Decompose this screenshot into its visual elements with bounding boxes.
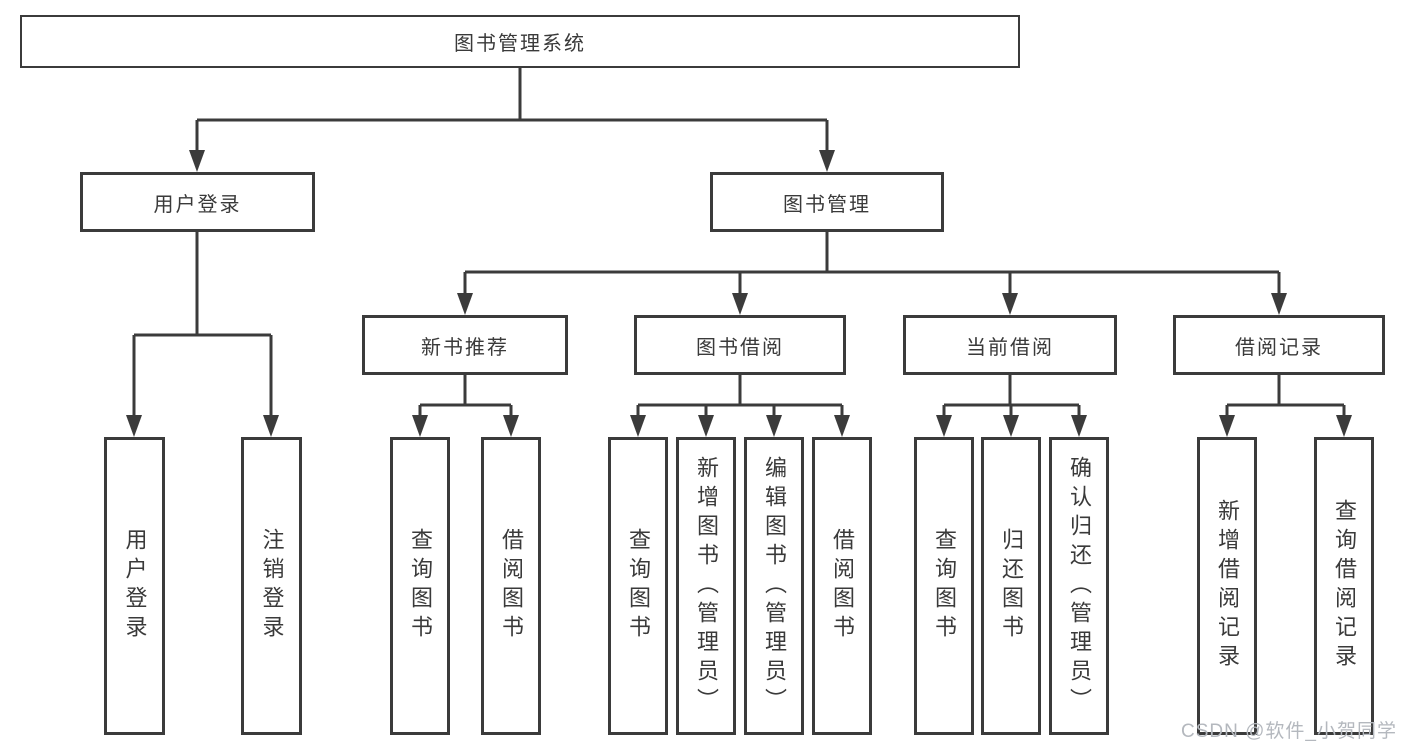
node-current-borrowing-label: 当前借阅 (966, 336, 1054, 359)
leaf-confirm-return-admin: 确认归还（管理员） (1049, 437, 1109, 735)
node-book-borrowing-label: 图书借阅 (696, 336, 784, 359)
node-borrow-records-label: 借阅记录 (1235, 336, 1323, 359)
leaf-logout-label: 注销登录 (259, 528, 285, 644)
node-new-book-recommend: 新书推荐 (362, 315, 568, 375)
node-book-borrowing: 图书借阅 (634, 315, 846, 375)
leaf-newrec-search-books: 查询图书 (390, 437, 450, 735)
leaf-borrowing-search-books-label: 查询图书 (626, 528, 651, 644)
leaf-logout: 注销登录 (241, 437, 302, 735)
leaf-borrowing-search-books: 查询图书 (608, 437, 668, 735)
arrowhead-group (126, 150, 1352, 437)
leaf-user-login-label: 用户登录 (122, 528, 148, 644)
leaf-newrec-search-books-label: 查询图书 (408, 528, 433, 644)
node-current-borrowing: 当前借阅 (903, 315, 1117, 375)
node-user-login: 用户登录 (80, 172, 315, 232)
leaf-current-search-books-label: 查询图书 (932, 528, 957, 644)
leaf-user-login: 用户登录 (104, 437, 165, 735)
leaf-borrowing-borrow-books: 借阅图书 (812, 437, 872, 735)
leaf-return-books: 归还图书 (981, 437, 1041, 735)
leaf-add-books-admin: 新增图书（管理员） (676, 437, 736, 735)
leaf-add-borrow-record-label: 新增借阅记录 (1215, 499, 1240, 673)
leaf-edit-books-admin-label: 编辑图书（管理员） (762, 455, 787, 717)
leaf-add-books-admin-label: 新增图书（管理员） (694, 455, 719, 717)
node-library-system: 图书管理系统 (20, 15, 1020, 68)
leaf-edit-books-admin: 编辑图书（管理员） (744, 437, 804, 735)
leaf-current-search-books: 查询图书 (914, 437, 974, 735)
leaf-borrowing-borrow-books-label: 借阅图书 (830, 528, 855, 644)
leaf-newrec-borrow-books-label: 借阅图书 (499, 528, 524, 644)
leaf-return-books-label: 归还图书 (999, 528, 1024, 644)
leaf-confirm-return-admin-label: 确认归还（管理员） (1067, 455, 1092, 717)
node-new-book-recommend-label: 新书推荐 (421, 336, 509, 359)
node-book-management: 图书管理 (710, 172, 944, 232)
leaf-add-borrow-record: 新增借阅记录 (1197, 437, 1257, 735)
node-borrow-records: 借阅记录 (1173, 315, 1385, 375)
csdn-watermark: CSDN @软件_小贺同学 (1181, 721, 1397, 742)
leaf-newrec-borrow-books: 借阅图书 (481, 437, 541, 735)
node-user-login-label: 用户登录 (153, 193, 242, 216)
node-library-system-label: 图书管理系统 (454, 33, 586, 55)
node-book-management-label: 图书管理 (783, 193, 871, 216)
leaf-search-borrow-record: 查询借阅记录 (1314, 437, 1374, 735)
leaf-search-borrow-record-label: 查询借阅记录 (1332, 499, 1357, 673)
